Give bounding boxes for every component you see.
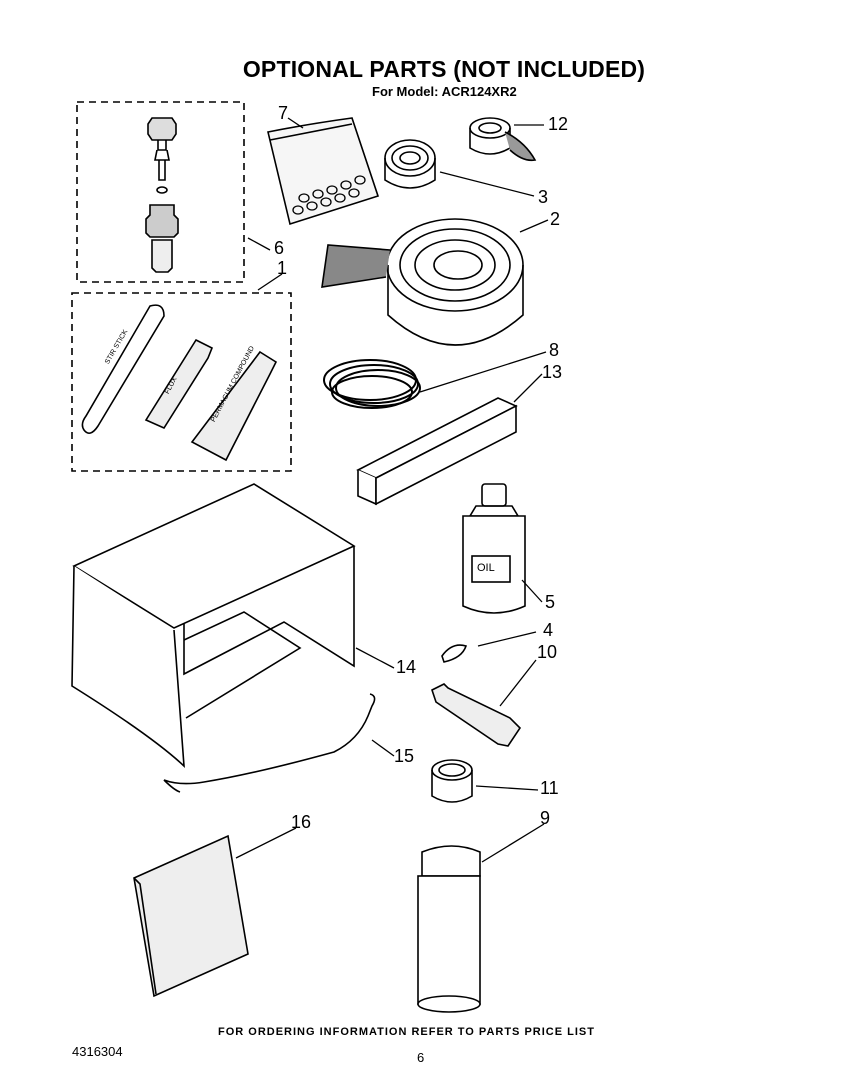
foam-block-13 (356, 397, 518, 506)
dashed-box-item-6 (76, 101, 245, 283)
spray-can-9 (417, 845, 481, 1013)
valve-oring (156, 186, 168, 194)
valve-stem (151, 239, 173, 273)
valve-body (145, 204, 179, 238)
hook-cable-15 (163, 693, 376, 793)
callout-16: 16 (291, 812, 312, 832)
foam-tape-roll-2 (321, 218, 524, 346)
stir-stick (81, 304, 165, 434)
callout-3: 3 (538, 187, 549, 207)
dashed-box-item-1 (71, 292, 292, 472)
air-filter-16 (133, 834, 249, 998)
model-subtitle: For Model: ACR124XR2 (372, 84, 517, 99)
callout-15: 15 (394, 746, 415, 766)
callout-7: 7 (278, 103, 289, 123)
document-number: 4316304 (72, 1044, 123, 1059)
permagum-tube (190, 350, 278, 462)
valve-core (154, 140, 170, 181)
callout-10: 10 (537, 642, 558, 662)
callout-8: 8 (549, 340, 560, 360)
plug-4 (441, 644, 468, 663)
small-tube-10 (431, 683, 522, 747)
valve-nut (147, 117, 177, 141)
callout-5: 5 (545, 592, 556, 612)
flux-tube (144, 338, 214, 430)
callout-4: 4 (543, 620, 554, 640)
callout-14: 14 (396, 657, 417, 677)
valve-assembly-group (76, 101, 245, 283)
leader-lines (235, 117, 549, 863)
callout-1: 1 (277, 258, 288, 278)
callout-9: 9 (540, 808, 551, 828)
page-number: 6 (417, 1050, 425, 1065)
coiled-tape-3 (384, 139, 436, 189)
small-tape-roll-12 (469, 117, 537, 162)
callout-12: 12 (548, 114, 569, 134)
oring-bag (267, 117, 380, 226)
service-kit-group (71, 292, 292, 472)
callout-13: 13 (542, 362, 563, 382)
oil-bottle-5 (462, 483, 526, 614)
sealant-can-11 (431, 759, 473, 803)
callout-11: 11 (540, 778, 559, 798)
oil-bottle-label: OIL (477, 562, 495, 574)
ordering-note: FOR ORDERING INFORMATION REFER TO PARTS … (218, 1026, 595, 1038)
page-title: OPTIONAL PARTS (NOT INCLUDED) (242, 56, 646, 82)
drain-tube-coil-8 (323, 359, 421, 409)
unit-cover-14 (71, 483, 356, 768)
callout-6: 6 (274, 238, 285, 258)
callout-2: 2 (550, 209, 561, 229)
